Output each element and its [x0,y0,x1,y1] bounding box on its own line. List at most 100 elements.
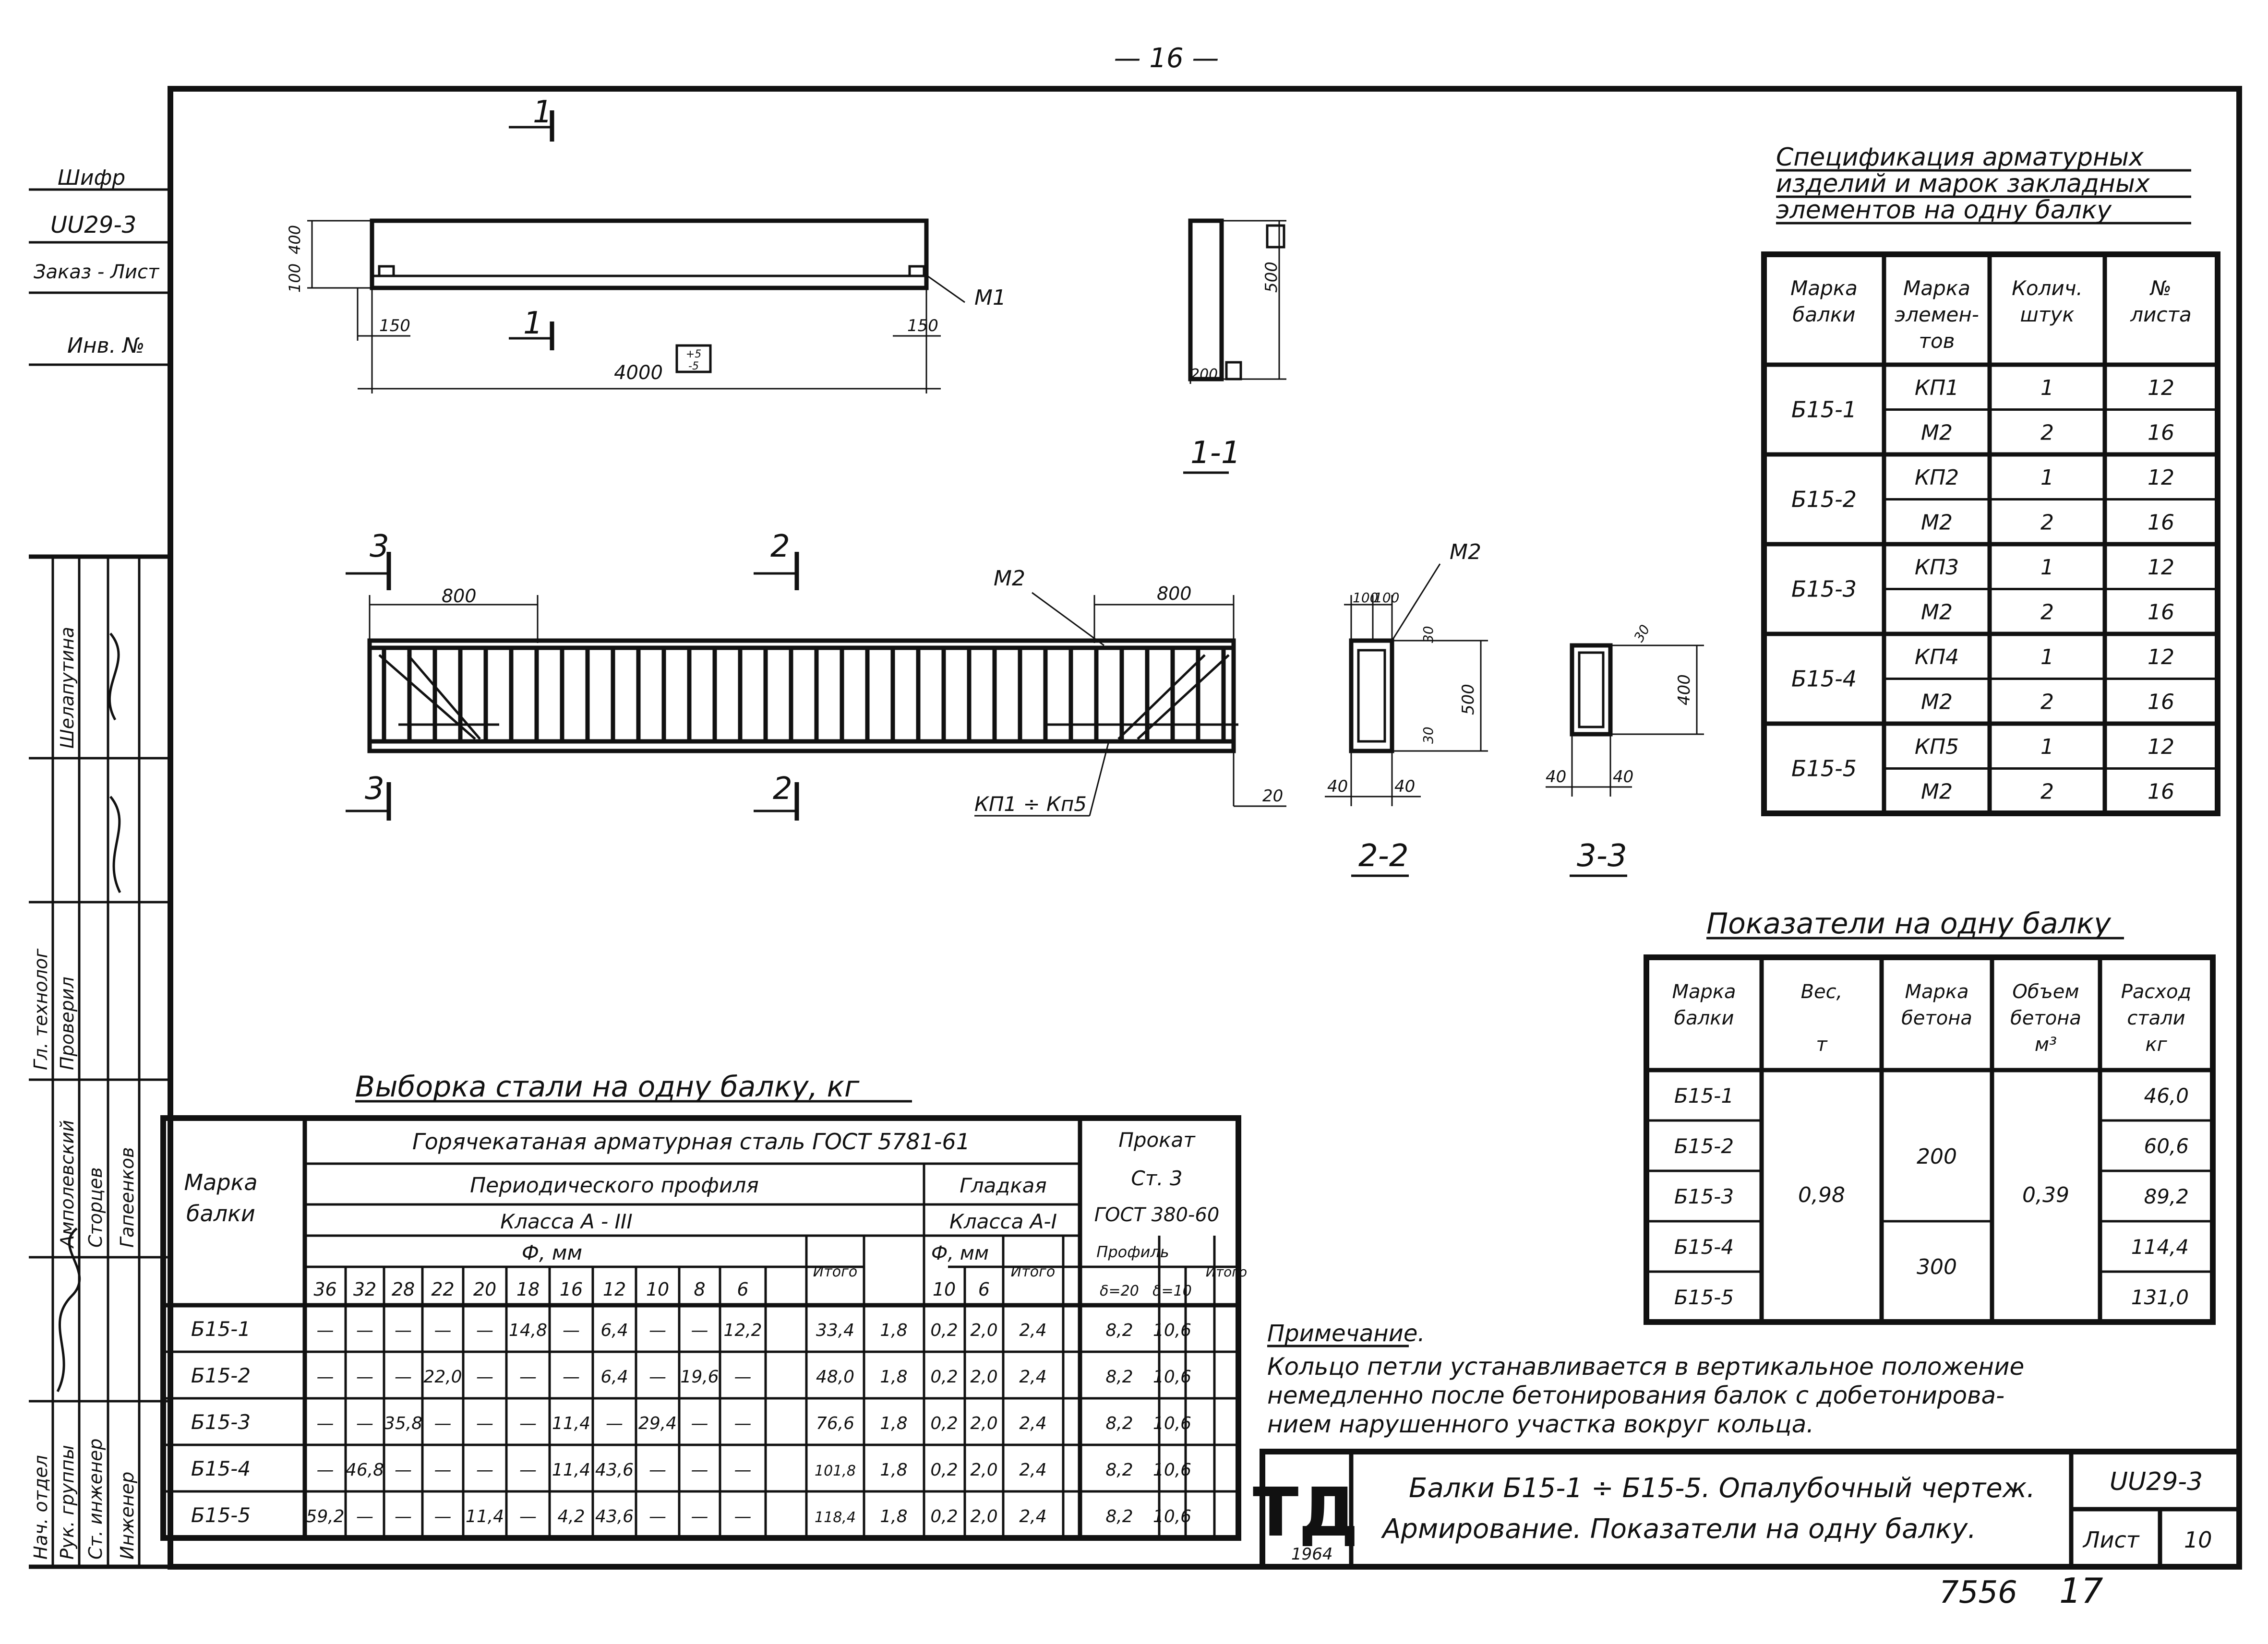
steel-h-st: Ст. 3 [1131,1167,1182,1190]
steel-cell: — [476,1321,493,1340]
dim-1-1-height: 500 [1262,262,1281,293]
steel-cell: 33,4 [816,1321,854,1340]
section-mark-1-top: 1 [533,95,552,130]
indicators-header-cell: балки [1674,1007,1734,1029]
page-number: — 16 — [1114,43,1219,74]
spec-header-cell: № [2149,276,2172,300]
indicators-concrete-200: 200 [1917,1144,1957,1169]
spec-header-cell: тов [1919,329,1955,353]
steel-cell: — [356,1321,373,1340]
spec-cell: 2 [2040,510,2054,535]
steel-cell: 2,4 [1019,1507,1046,1526]
dim-3-3-left: 40 [1546,767,1566,786]
indicators-header-cell: Объем [2012,981,2079,1003]
section-label-2-2: 2-2 [1358,838,1409,874]
steel-cell: — [476,1367,493,1387]
steel-cell: — [317,1321,334,1340]
spec-header-cell: штук [2020,303,2075,326]
signature-scribble [56,632,121,1393]
steel-cell: 2,0 [970,1507,997,1526]
steel-cell: — [356,1507,373,1526]
label-2-2-m2: М2 [1450,540,1481,564]
steel-table: Выборка стали на одну балку, кг Маркабал… [160,1070,1247,1541]
name-shelaputina: Шелапутина [57,627,78,749]
dim-2-2-left: 40 [1327,777,1348,796]
steel-cell: 11,4 [552,1460,590,1480]
steel-cell: 1,8 [880,1321,907,1340]
steel-cell: 1,8 [880,1414,907,1433]
spec-cell: КП5 [1915,735,1959,759]
dim-height-100: 100 [286,263,304,293]
indicators-steel: 46,0 [2144,1084,2189,1108]
indicators-steel: 114,4 [2131,1235,2189,1259]
steel-cell: 11,4 [552,1414,590,1433]
steel-diameter: 16 [560,1279,583,1300]
spec-title-1: Спецификация арматурных [1776,143,2144,172]
indicators-beam: Б15-1 [1674,1084,1734,1108]
spec-cell: 2 [2040,779,2054,804]
indicators-weight: 0,98 [1798,1183,1845,1207]
steel-cell: — [734,1460,752,1480]
spec-cell: 1 [2040,555,2054,580]
spec-cell: 12 [2148,376,2174,400]
stamp-order-sheet: Заказ - Лист [34,261,160,283]
dim-150-left: 150 [379,316,410,335]
steel-beam-mark: Б15-2 [191,1364,251,1387]
steel-cell: 35,8 [384,1414,422,1433]
steel-diameter: 10 [646,1279,669,1300]
indicators-beam: Б15-3 [1674,1185,1734,1208]
steel-cell: 59,2 [306,1507,344,1526]
logo-year: 1964 [1291,1545,1333,1564]
section-mark-1-bottom: 1 [523,306,543,341]
note-title: Примечание. [1267,1320,1425,1347]
dim-1-1-width: 200 [1190,366,1218,383]
spec-cell: 12 [2148,645,2174,669]
steel-h-total: Итого [813,1263,857,1280]
steel-cell: — [395,1367,412,1387]
title-sheet-label: Лист [2082,1527,2140,1553]
steel-cell: 22,0 [423,1367,462,1387]
steel-cell: 0,2 [930,1414,958,1433]
spec-cell: КП1 [1915,376,1959,400]
steel-cell: 19,6 [680,1367,719,1387]
steel-cell: — [317,1367,334,1387]
name-ampolevsky: Амполевский [57,1120,78,1249]
steel-diameter: 22 [431,1279,454,1300]
name-stortsev: Сторцев [85,1167,106,1248]
spec-cell: М2 [1921,690,1953,714]
dim-800-right: 800 [1157,583,1192,604]
dim-2-2-right: 40 [1394,777,1415,796]
spec-cell: 12 [2148,465,2174,490]
dim-2-2-cover-bottom: 30 [1420,727,1436,744]
steel-h-class1: Класса А-I [949,1210,1057,1233]
steel-cell: 6,4 [600,1367,628,1387]
section-label-1-1: 1-1 [1190,435,1241,471]
steel-cell: 10,6 [1153,1414,1191,1433]
steel-cell: — [395,1507,412,1526]
indicators-header-cell: Марка [1672,981,1736,1003]
steel-diameter: 36 [313,1279,336,1300]
spec-header-cell: Колич. [2012,276,2083,300]
steel-cell: 2,4 [1019,1321,1046,1340]
indicators-header-cell: бетона [1901,1007,1972,1029]
spec-beam-mark: Б15-4 [1791,666,1857,692]
spec-cell: 1 [2040,735,2054,759]
title-sheet-number: 10 [2184,1527,2212,1553]
steel-cell: — [395,1460,412,1480]
role-chief: Нач. отдел [30,1455,51,1560]
spec-cell: М2 [1921,600,1953,624]
steel-h-total: Итого [1206,1264,1247,1280]
spec-title-2: изделий и марок закладных [1776,169,2150,198]
steel-h-gost: ГОСТ 380-60 [1094,1204,1220,1226]
indicators-steel: 89,2 [2144,1185,2189,1208]
spec-cell: 16 [2148,420,2174,445]
role-group-lead: Рук. группы [57,1445,78,1560]
indicators-beam: Б15-2 [1674,1134,1734,1158]
steel-smooth-d: 6 [978,1279,990,1300]
steel-h-mark: балки [186,1201,255,1227]
spec-header-cell: балки [1792,303,1855,326]
spec-beam-mark: Б15-3 [1791,576,1857,602]
steel-cell: 0,2 [930,1460,958,1480]
dim-3-3-height: 400 [1675,674,1694,705]
